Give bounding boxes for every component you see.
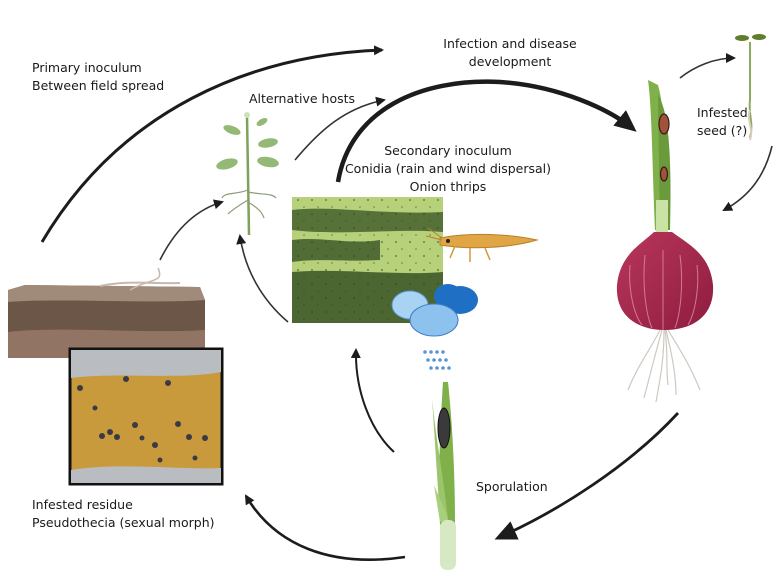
secondary-inoculum-label: Secondary inoculum Conidia (rain and win…	[344, 142, 552, 196]
arrow-onion-to-sporulation	[494, 412, 680, 540]
arrow-conidia-to-alt-host	[236, 234, 289, 323]
sporulation-label: Sporulation	[476, 479, 548, 494]
arrow-alt-hosts-to-infection	[294, 96, 386, 161]
infested-residue-line-2: Pseudothecia (sexual morph)	[32, 515, 215, 530]
arrow-infection	[335, 79, 637, 183]
primary-inoculum-label: Primary inoculum Between field spread	[32, 59, 164, 95]
conidia-photo	[292, 197, 443, 323]
infection-label: Infection and disease development	[440, 35, 580, 71]
arrow-to-seedling	[679, 53, 736, 79]
arrow-seed-to-onion	[722, 145, 773, 211]
infested-seed-seedling	[735, 34, 766, 141]
soil-illustration	[8, 267, 205, 358]
secondary-inoculum-line-1: Secondary inoculum	[384, 143, 512, 158]
arrow-primary-inoculum	[40, 45, 384, 243]
infection-line-1: Infection and disease	[443, 36, 577, 51]
infested-seed-line-1: Infested	[697, 105, 748, 120]
arrow-soil-to-alt-host	[159, 199, 224, 261]
red-onion-plant	[616, 80, 714, 403]
infested-residue-photo	[68, 347, 224, 486]
infested-seed-line-2: seed (?)	[697, 123, 748, 138]
alternative-host-plant	[216, 112, 279, 236]
infested-residue-line-1: Infested residue	[32, 497, 133, 512]
rain-cloud-icon	[391, 284, 478, 370]
infested-residue-label: Infested residue Pseudothecia (sexual mo…	[32, 496, 215, 532]
alternative-hosts-label: Alternative hosts	[249, 91, 356, 106]
arrow-sporulation-to-conidia	[350, 348, 395, 453]
arrow-sporulation-to-residue	[244, 494, 406, 561]
infection-line-2: development	[468, 54, 552, 69]
onion-thrips-icon	[425, 227, 539, 262]
infested-seed-label: Infested seed (?)	[697, 104, 748, 140]
primary-inoculum-line-2: Between field spread	[32, 78, 165, 93]
sporulating-leaf	[432, 382, 456, 570]
primary-inoculum-line-1: Primary inoculum	[32, 60, 142, 75]
secondary-inoculum-line-2: Conidia (rain and wind dispersal)	[344, 161, 552, 176]
secondary-inoculum-line-3: Onion thrips	[409, 179, 487, 194]
